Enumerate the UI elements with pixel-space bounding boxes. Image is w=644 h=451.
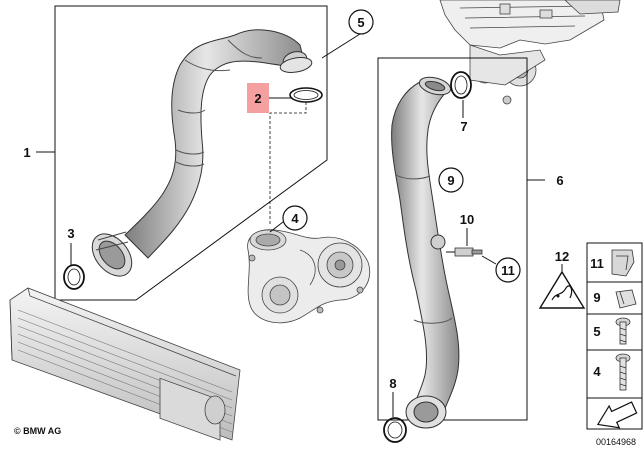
turbocharger — [247, 229, 370, 324]
callout-11[interactable]: 11 — [495, 257, 521, 283]
group-frame-6 — [377, 57, 528, 421]
nut-icon-9 — [615, 289, 637, 309]
leader-line-11 — [481, 255, 497, 265]
callout-9[interactable]: 9 — [438, 167, 464, 193]
leader-line-4 — [269, 221, 284, 233]
callout-5-label: 5 — [357, 15, 364, 30]
callout-11-label: 11 — [501, 263, 515, 278]
group-frame-1 — [54, 5, 328, 301]
part-number-10[interactable]: 10 — [460, 212, 474, 227]
part-number-6[interactable]: 6 — [556, 173, 563, 188]
diagram-number: 00164968 — [596, 437, 636, 447]
part-number-2[interactable]: 2 — [254, 91, 261, 106]
bolt-icon-5 — [615, 317, 631, 345]
sidebar-number-9[interactable]: 9 — [593, 290, 600, 305]
callout-4[interactable]: 4 — [282, 205, 308, 231]
o-ring-part-2 — [289, 87, 323, 103]
o-ring-part-8 — [383, 417, 407, 443]
highlight-box-2 — [247, 83, 269, 113]
sidebar-frame — [586, 242, 643, 430]
o-ring-part-3 — [63, 264, 85, 290]
charge-air-hose-lower — [391, 76, 460, 429]
callout-5[interactable]: 5 — [348, 9, 374, 35]
leader-line-5 — [321, 33, 361, 59]
part-number-7[interactable]: 7 — [460, 119, 467, 134]
sidebar-number-11[interactable]: 11 — [590, 256, 604, 271]
o-ring-part-7 — [450, 71, 472, 99]
callout-9-label: 9 — [447, 173, 454, 188]
part-number-1[interactable]: 1 — [23, 145, 30, 160]
part-number-3[interactable]: 3 — [67, 226, 74, 241]
charge-air-hose-upper — [91, 29, 313, 277]
part-number-12[interactable]: 12 — [555, 249, 569, 264]
bolt-icon-4 — [615, 353, 631, 391]
engine-block-illustration — [439, 0, 621, 105]
copyright-text: © BMW AG — [14, 426, 61, 436]
clip-icon-11 — [611, 249, 635, 277]
sensor-part-10 — [446, 247, 483, 257]
part-number-8[interactable]: 8 — [389, 376, 396, 391]
callout-4-label: 4 — [291, 211, 299, 226]
dashed-connector-2-4 — [269, 102, 307, 225]
sidebar-number-4[interactable]: 4 — [593, 364, 601, 379]
warning-label-12 — [538, 270, 586, 309]
arrow-icon — [596, 401, 638, 429]
sidebar-number-5[interactable]: 5 — [593, 324, 600, 339]
intercooler — [9, 287, 241, 441]
